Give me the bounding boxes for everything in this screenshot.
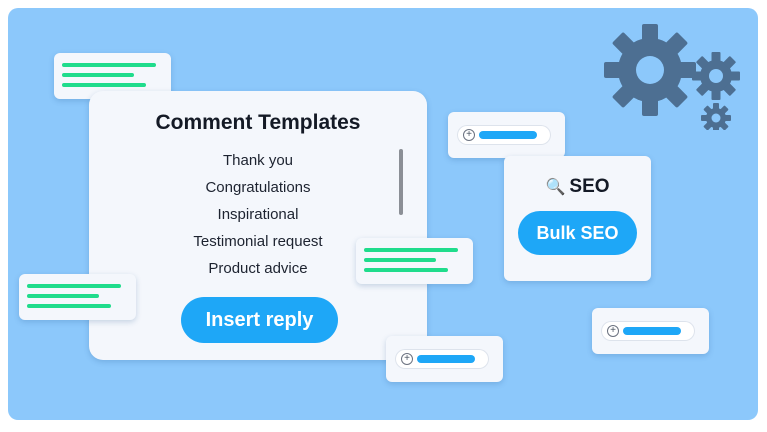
chip-card: + — [592, 308, 709, 354]
text-line — [27, 304, 111, 308]
comment-snippet-card — [19, 274, 136, 320]
text-line — [62, 73, 134, 77]
seo-title-text: SEO — [569, 176, 610, 197]
chip-card: + — [386, 336, 503, 382]
plus-circle-icon: + — [607, 325, 619, 337]
chip-bar — [623, 327, 681, 335]
text-line — [364, 258, 436, 262]
plus-circle-icon: + — [463, 129, 475, 141]
text-line — [364, 268, 448, 272]
illustration-canvas: Comment Templates Thank you Congratulati… — [8, 8, 758, 420]
tag-chip[interactable]: + — [457, 125, 551, 145]
text-line — [27, 294, 99, 298]
template-item-product-advice[interactable]: Product advice — [208, 260, 308, 277]
comment-snippet-card — [356, 238, 473, 284]
magnifier-icon: 🔍 — [545, 179, 566, 196]
tag-chip[interactable]: + — [601, 321, 695, 341]
plus-circle-icon: + — [401, 353, 413, 365]
chip-bar — [479, 131, 537, 139]
text-line — [364, 248, 458, 252]
chip-card: + — [448, 112, 565, 158]
comment-templates-panel: Comment Templates Thank you Congratulati… — [89, 91, 427, 360]
template-item-inspirational[interactable]: Inspirational — [217, 206, 299, 223]
gear-icon — [604, 24, 740, 130]
insert-reply-button[interactable]: Insert reply — [181, 297, 338, 343]
panel-title: Comment Templates — [155, 111, 361, 134]
bulk-seo-button[interactable]: Bulk SEO — [518, 211, 637, 255]
seo-panel: 🔍SEO Bulk SEO — [504, 156, 651, 281]
template-item-congratulations[interactable]: Congratulations — [205, 179, 311, 196]
list-scrollbar[interactable] — [399, 149, 403, 215]
chip-bar — [417, 355, 475, 363]
text-line — [27, 284, 121, 288]
template-item-thank-you[interactable]: Thank you — [222, 152, 294, 169]
tag-chip[interactable]: + — [395, 349, 489, 369]
text-line — [62, 83, 146, 87]
seo-title: 🔍SEO — [504, 176, 651, 198]
template-item-testimonial-request[interactable]: Testimonial request — [193, 233, 323, 250]
template-list: Thank you Congratulations Inspirational … — [89, 147, 427, 282]
text-line — [62, 63, 156, 67]
